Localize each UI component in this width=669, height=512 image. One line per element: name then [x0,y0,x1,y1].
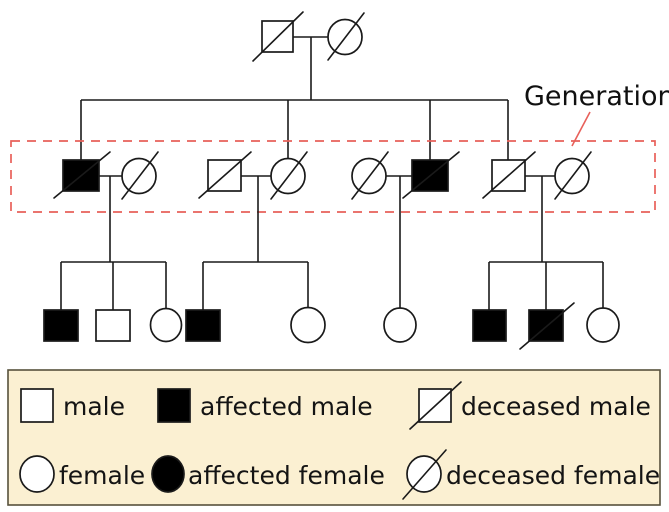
legend-item-affected-male[interactable]: affected male [157,388,373,423]
individual-g3-5-female[interactable] [290,306,326,344]
individual-g3-3-female[interactable] [149,307,183,343]
legend-label-deceased-male: deceased male [461,392,651,421]
affected-female-icon [151,455,185,493]
generation-highlight-box [10,140,656,213]
legend-label-affected-female: affected female [188,461,385,490]
individual-g2-2-deceased-female[interactable] [121,151,159,200]
individual-g3-2-male[interactable] [95,309,131,342]
legend-item-male[interactable]: male [20,388,125,423]
individual-g3-7-affected-male[interactable] [472,309,507,342]
deceased-female-slash [402,449,447,500]
generation-3-group [43,302,620,350]
female-icon [19,455,55,493]
individual-g1-2-deceased-female[interactable] [327,12,365,61]
individual-g2-8-deceased-female[interactable] [554,151,592,200]
generation-label: Generation [524,81,669,112]
individual-g2-6-affected-deceased-male[interactable] [402,151,460,199]
legend-label-female: female [59,461,145,490]
legend-item-deceased-male[interactable]: deceased male [409,381,651,430]
legend-label-affected-male: affected male [200,392,373,421]
individual-g3-8-affected-deceased-male[interactable] [519,302,575,350]
individual-g1-1-deceased-male[interactable] [252,11,304,62]
individual-g2-3-deceased-male[interactable] [198,151,252,199]
individual-g2-4-deceased-female[interactable] [270,151,308,200]
generation-2-group [53,151,592,262]
sibship-bar-generation-2 [80,99,509,161]
individual-g2-5-deceased-female[interactable] [351,151,389,200]
individual-g2-7-deceased-male[interactable] [482,151,536,199]
legend-item-deceased-female[interactable]: deceased female [402,449,660,500]
generation-1-group [252,11,365,100]
legend-item-affected-female[interactable]: affected female [151,455,385,493]
male-icon [20,388,54,423]
sibship-bars-generation-3 [60,261,604,310]
affected-male-icon [157,388,191,423]
individual-g2-1-affected-deceased-male[interactable] [53,151,111,199]
individual-g3-4-affected-male[interactable] [185,309,221,342]
individual-g3-6-female[interactable] [383,307,417,343]
legend-panel [7,369,661,506]
legend-label-deceased-female: deceased female [446,461,660,490]
generation-annotation: Generation [524,81,669,147]
legend: male affected male deceased male female [7,369,661,506]
individual-g3-1-affected-male[interactable] [43,309,79,342]
individual-g3-9-female[interactable] [586,307,620,343]
legend-label-male: male [63,392,125,421]
legend-item-female[interactable]: female [19,455,145,493]
deceased-male-slash [409,381,462,430]
